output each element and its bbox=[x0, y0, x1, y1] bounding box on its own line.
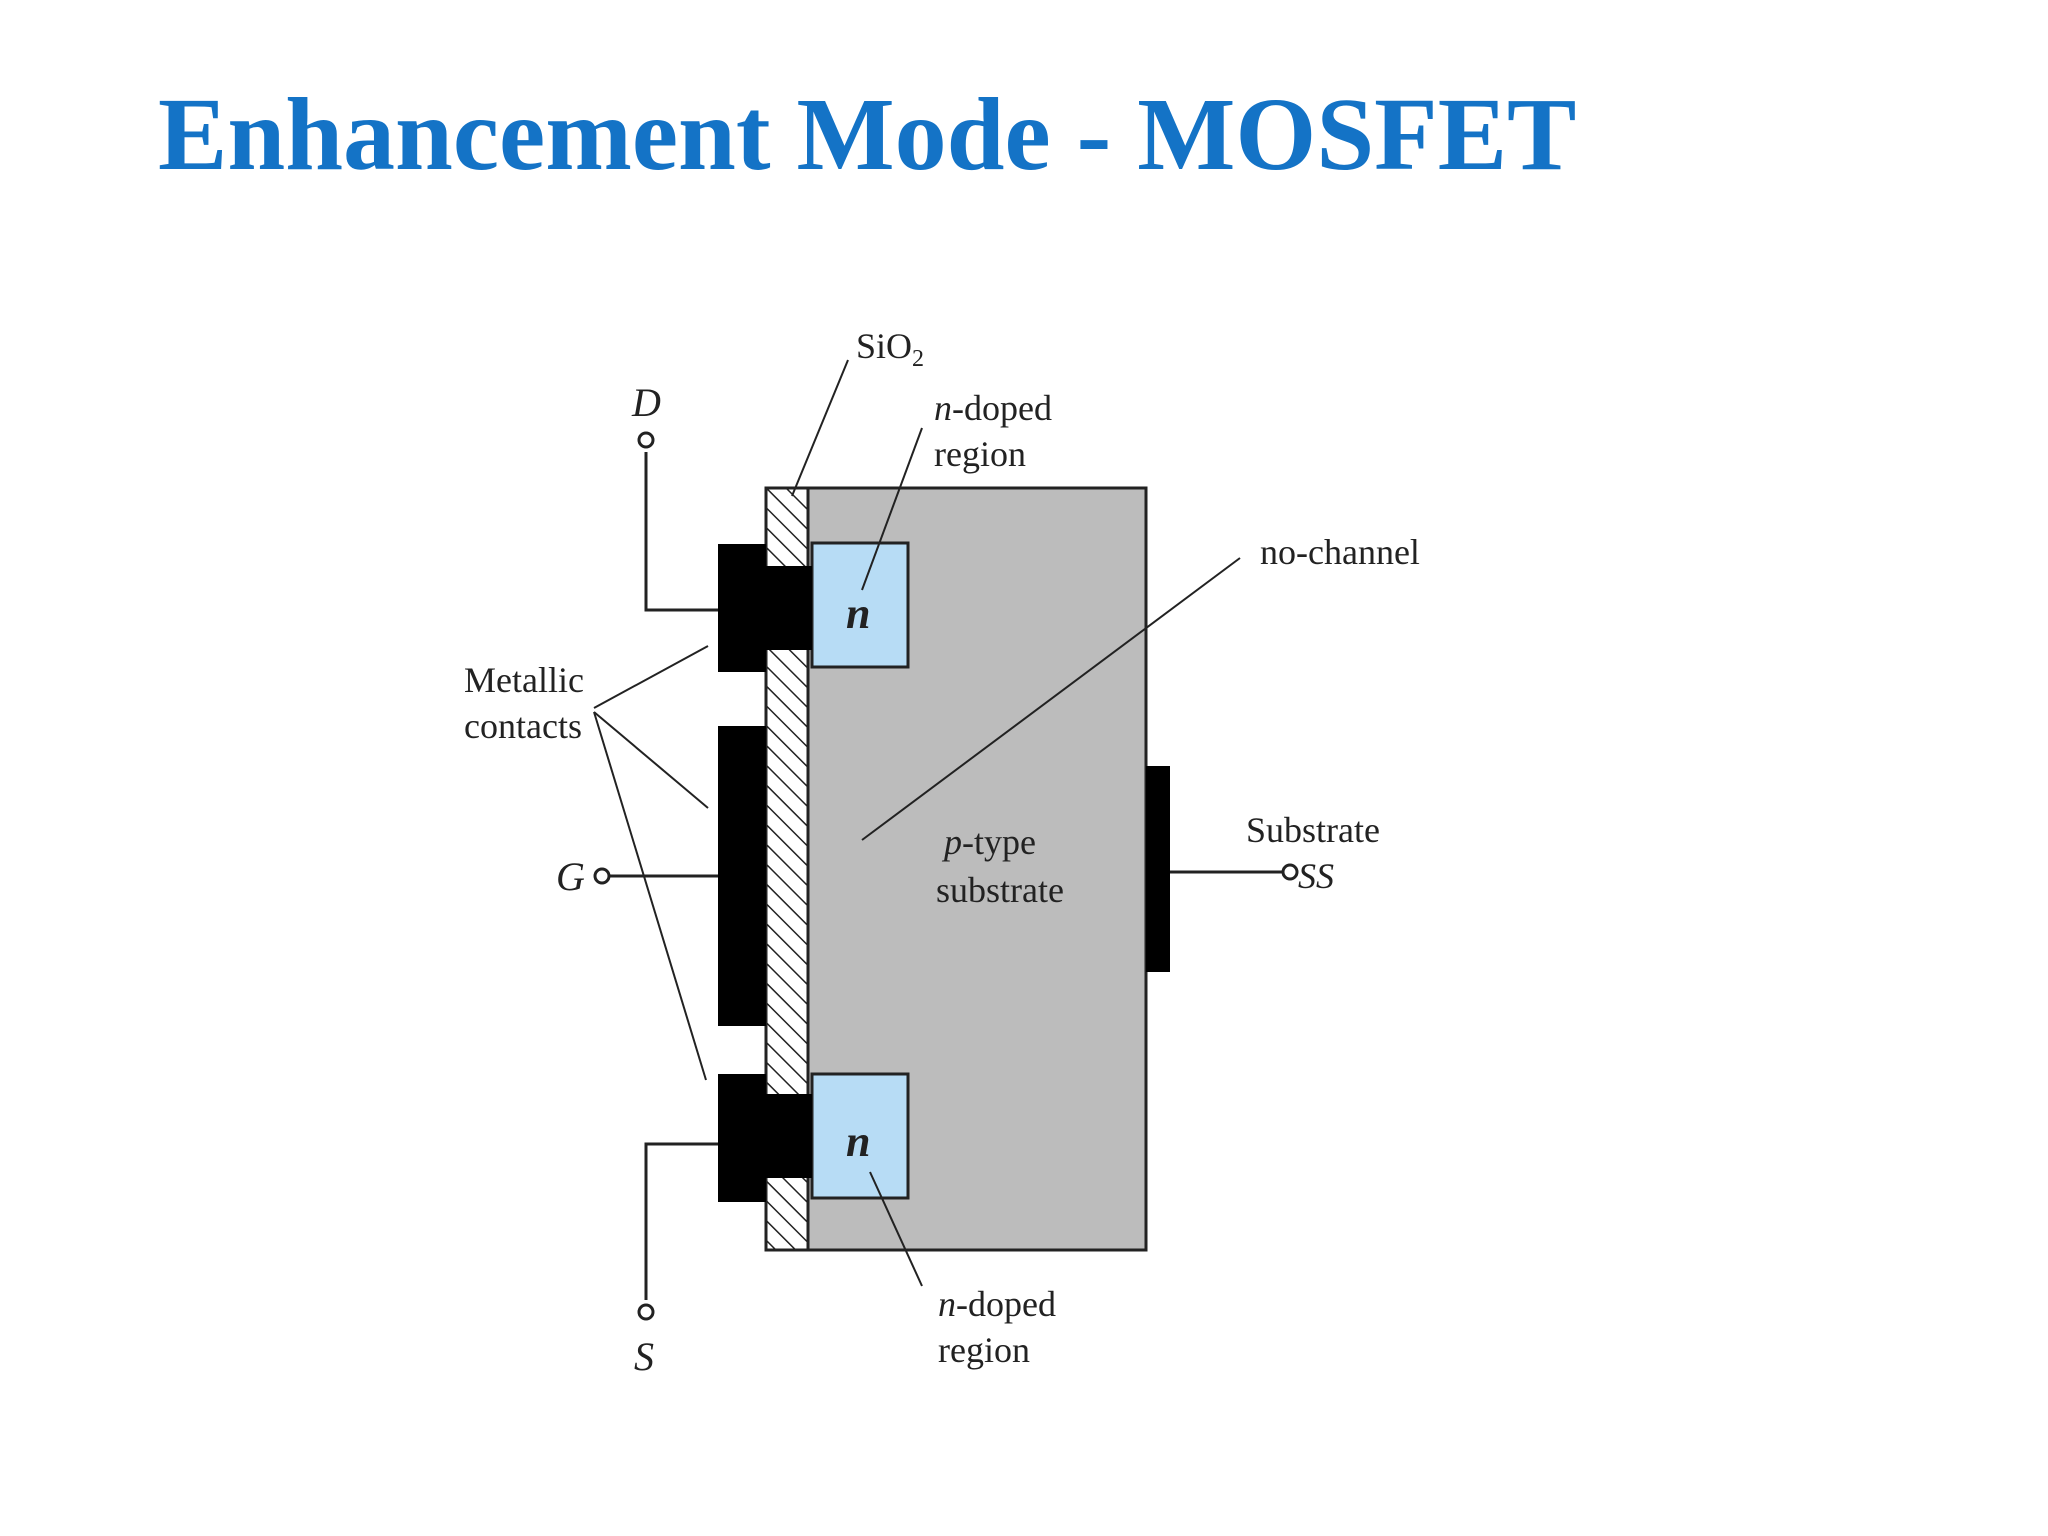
source-metal-bridge bbox=[766, 1094, 812, 1178]
source-terminal-node bbox=[637, 1303, 655, 1321]
source-wire bbox=[644, 1142, 718, 1300]
drain-metal-contact bbox=[718, 544, 766, 672]
substrate-metal-contact bbox=[1146, 766, 1170, 972]
ss-terminal-label: SS bbox=[1298, 856, 1334, 896]
n-doped-bottom-label: n-doped bbox=[938, 1284, 1056, 1324]
p-type-label: p-type bbox=[941, 822, 1036, 862]
n-doped-bottom-label-line2: region bbox=[938, 1330, 1030, 1370]
source-metal-contact bbox=[718, 1074, 766, 1202]
metallic-leader-gate bbox=[593, 711, 709, 809]
substrate-terminal-node bbox=[1281, 863, 1299, 881]
slide-title: Enhancement Mode - MOSFET bbox=[158, 77, 1577, 192]
metallic-contacts-label: Metallic bbox=[464, 660, 584, 700]
n-region-bottom-label: n bbox=[846, 1117, 870, 1166]
gate-metal-contact bbox=[718, 726, 766, 1026]
drain-terminal-label: D bbox=[631, 380, 661, 425]
n-region-top-label: n bbox=[846, 589, 870, 638]
metallic-leader-source bbox=[593, 711, 707, 1081]
metallic-contacts-label-line2: contacts bbox=[464, 706, 582, 746]
drain-terminal-node bbox=[637, 431, 655, 449]
n-doped-top-label-line2: region bbox=[934, 434, 1026, 474]
n-region-drain bbox=[810, 541, 910, 669]
substrate-terminal-label: Substrate bbox=[1246, 810, 1380, 850]
gate-terminal-node bbox=[593, 867, 611, 885]
drain-metal-bridge bbox=[766, 566, 812, 650]
sio2-label: SiO2 bbox=[856, 326, 924, 372]
source-terminal-label: S bbox=[634, 1334, 654, 1379]
drain-wire bbox=[644, 452, 718, 612]
substrate-word-label: substrate bbox=[936, 870, 1064, 910]
gate-terminal-label: G bbox=[556, 854, 585, 899]
sio2-leader bbox=[791, 359, 849, 497]
metallic-leader-drain bbox=[593, 645, 709, 709]
no-channel-leader bbox=[861, 557, 1241, 841]
n-region-source bbox=[810, 1072, 910, 1200]
n-doped-top-leader bbox=[861, 427, 923, 591]
n-doped-bottom-leader bbox=[869, 1171, 923, 1287]
n-doped-top-label: n-doped bbox=[934, 388, 1052, 428]
no-channel-label: no-channel bbox=[1260, 532, 1420, 572]
